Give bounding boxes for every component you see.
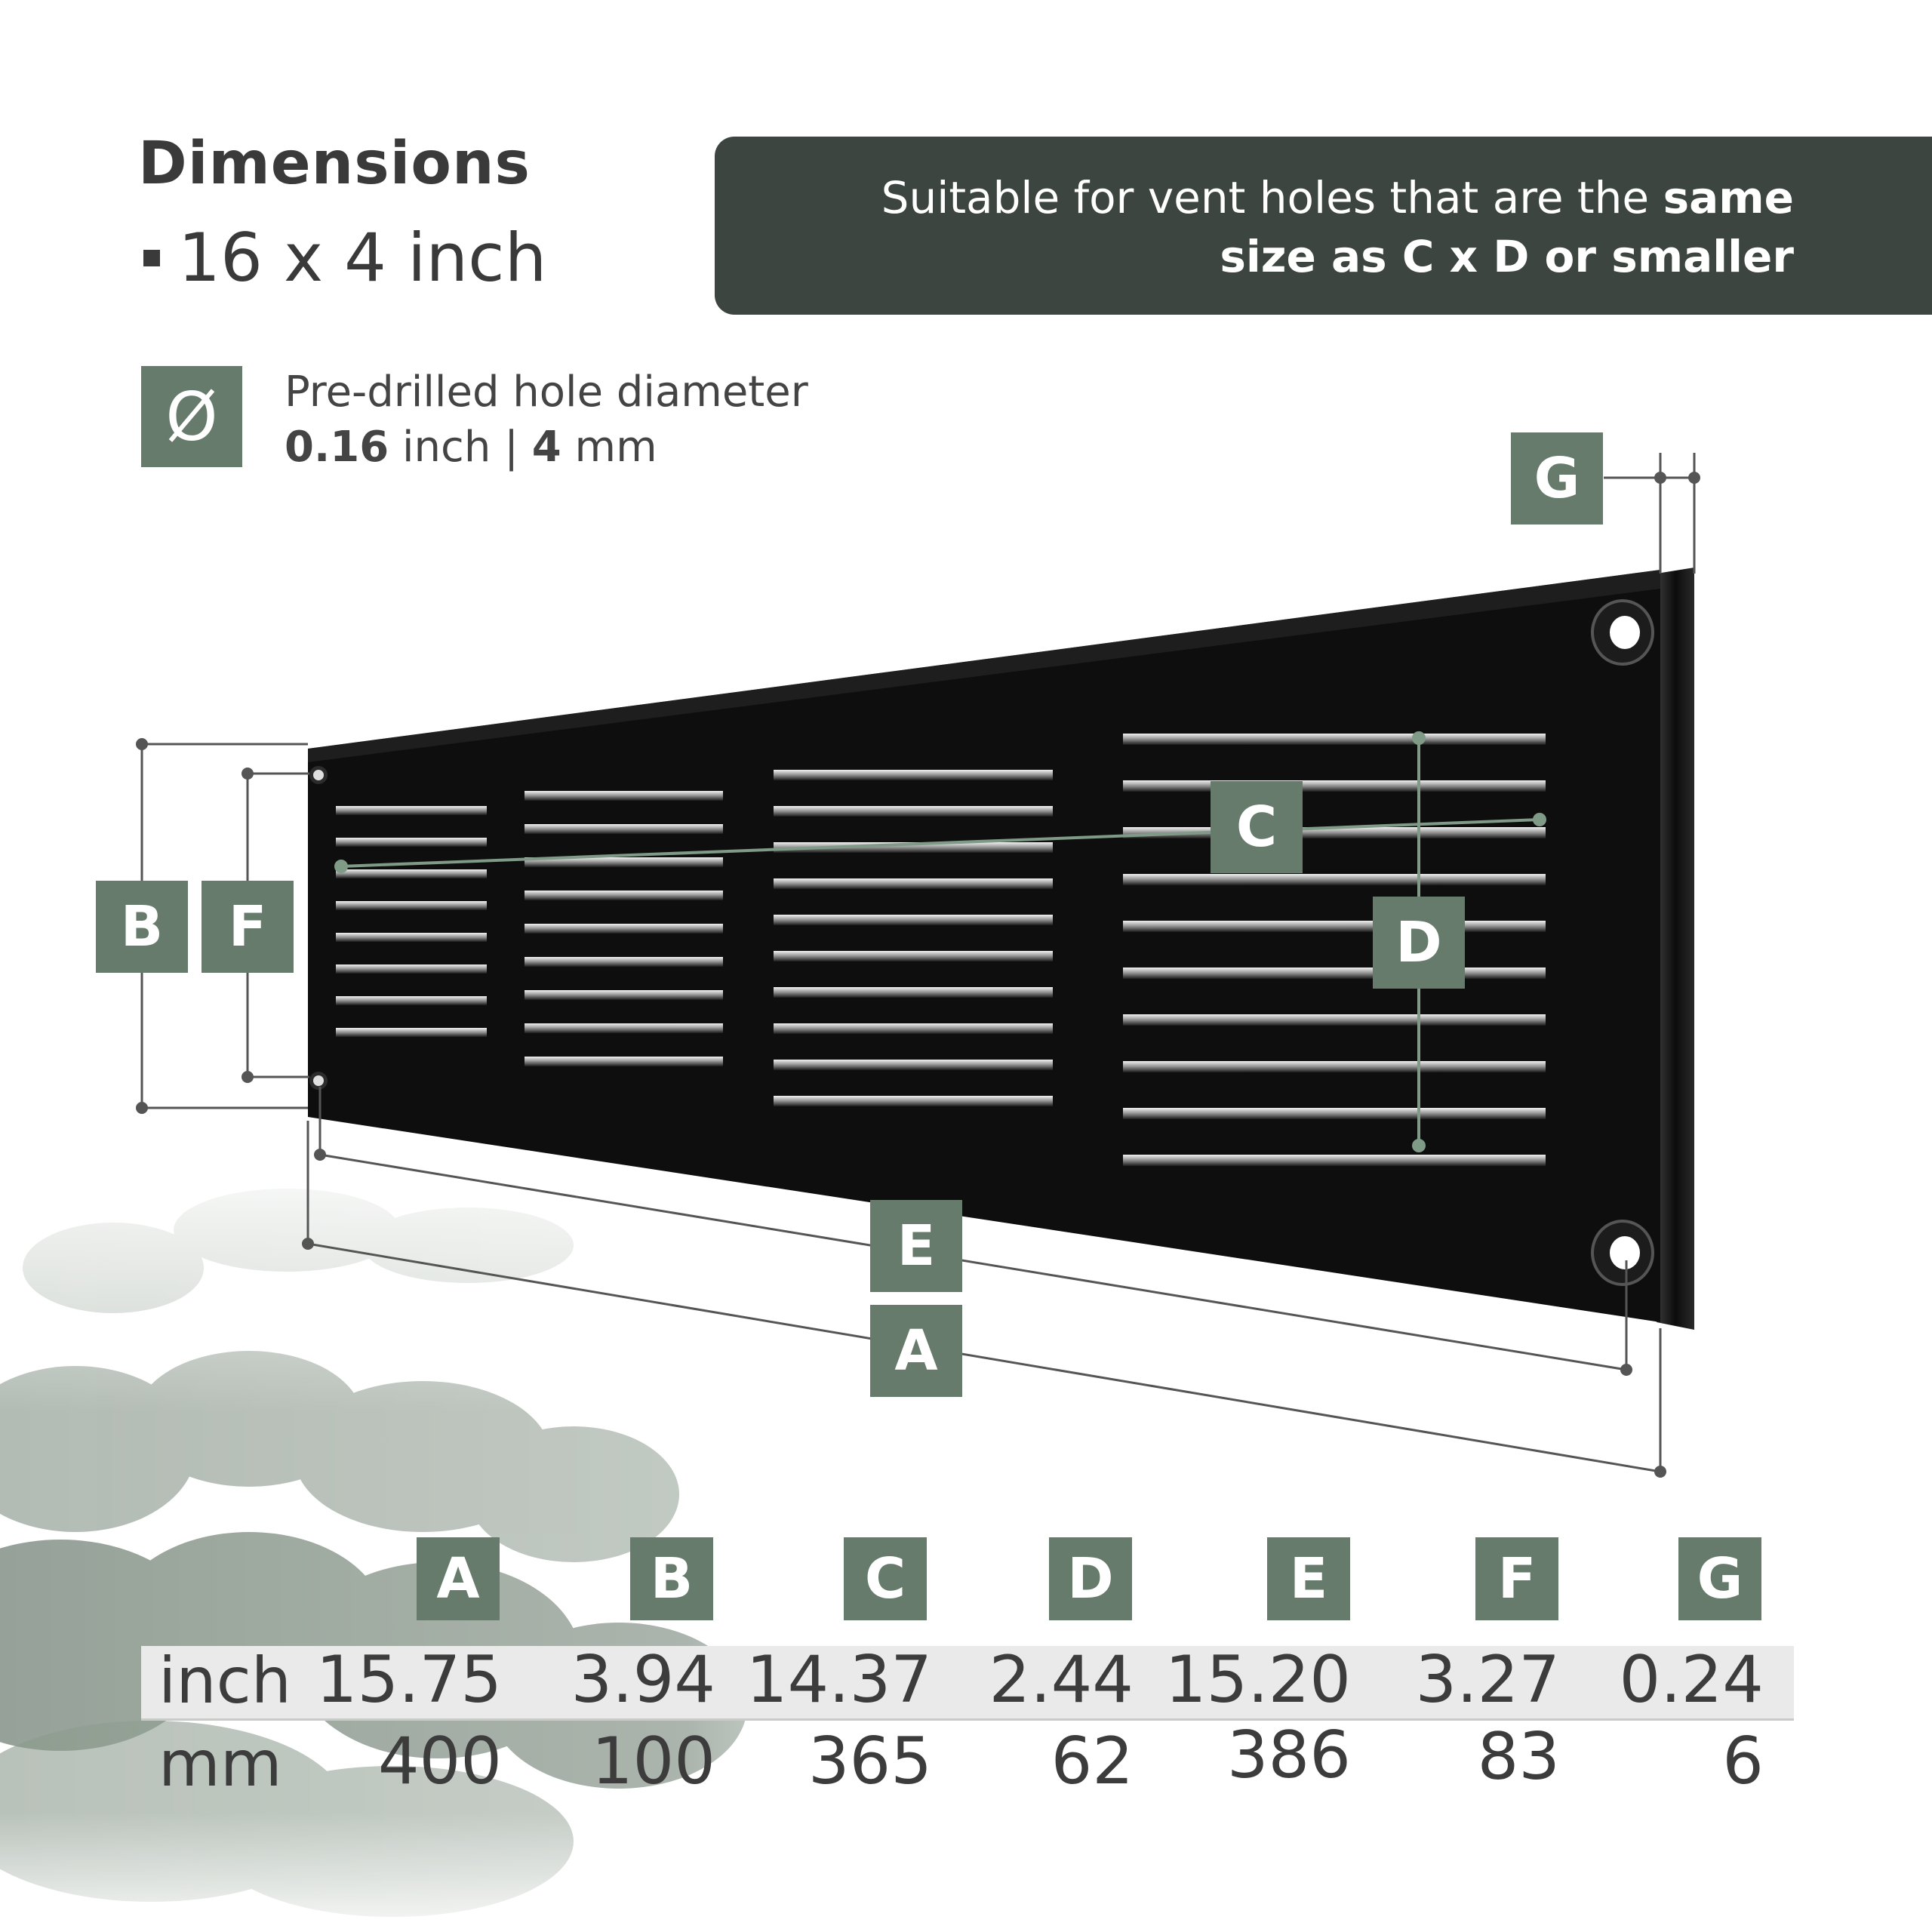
cell-mm-f: 83 — [1477, 1719, 1560, 1795]
label-b: B — [96, 881, 188, 973]
misty-forest-background — [0, 1132, 981, 1932]
cell-inch-b: 3.94 — [571, 1642, 715, 1718]
hole-mm-unit: mm — [561, 423, 657, 472]
screw-hole-bottom-right — [1591, 1220, 1654, 1286]
screw-hole-bottom-left — [309, 1072, 328, 1090]
note-line1-bold: same — [1663, 172, 1794, 223]
screw-hole-top-right — [1591, 599, 1654, 666]
vent-plate-edge — [1657, 568, 1694, 1330]
bullet-icon — [143, 249, 160, 266]
vent-plate — [308, 570, 1660, 1322]
cell-inch-a: 15.75 — [315, 1642, 502, 1718]
table-header-f: F — [1475, 1537, 1558, 1620]
label-c: C — [1211, 781, 1303, 873]
note-line1: Suitable for vent holes that are the — [881, 172, 1663, 223]
hole-diameter-label: Pre-drilled hole diameter — [285, 368, 808, 417]
table-header-a: A — [417, 1537, 500, 1620]
cell-inch-f: 3.27 — [1415, 1642, 1560, 1718]
cell-mm-a: 400 — [377, 1724, 502, 1799]
louvre-group-3 — [774, 770, 1053, 1106]
table-header-g: G — [1678, 1537, 1761, 1620]
size-line: 16 x 4 inch — [143, 219, 546, 297]
label-g: G — [1511, 432, 1603, 525]
cell-mm-e: 386 — [1226, 1718, 1351, 1793]
table-header-c: C — [844, 1537, 927, 1620]
table-header-e: E — [1267, 1537, 1350, 1620]
hole-inch-value: 0.16 — [285, 423, 389, 472]
cell-mm-d: 62 — [1051, 1724, 1134, 1799]
hole-inch-unit: inch | — [389, 423, 532, 472]
label-a: A — [870, 1305, 962, 1397]
table-header-b: B — [630, 1537, 713, 1620]
diameter-icon: Ø — [141, 366, 242, 467]
label-d: D — [1373, 897, 1465, 989]
row-label-inch: inch — [158, 1644, 291, 1718]
cell-mm-c: 365 — [808, 1724, 932, 1799]
hole-mm-value: 4 — [531, 423, 561, 472]
inner-dimension-dots — [334, 731, 1546, 1152]
size-text: 16 x 4 inch — [178, 219, 547, 297]
suitability-note: Suitable for vent holes that are the sam… — [715, 137, 1932, 315]
note-line2-bold: size as C x D or smaller — [1220, 231, 1794, 282]
cell-inch-d: 2.44 — [989, 1642, 1134, 1718]
label-e: E — [870, 1200, 962, 1292]
cell-inch-c: 14.37 — [746, 1642, 932, 1718]
screw-hole-top-left — [309, 766, 328, 784]
label-f: F — [202, 881, 294, 973]
page-title: Dimensions — [138, 130, 531, 198]
cell-inch-g: 0.24 — [1619, 1642, 1764, 1718]
row-label-mm: mm — [158, 1727, 282, 1801]
cell-mm-g: 6 — [1722, 1724, 1764, 1799]
cell-mm-b: 100 — [591, 1724, 715, 1799]
table-inch-row-band — [141, 1646, 1794, 1718]
cell-inch-e: 15.20 — [1164, 1642, 1351, 1718]
louvre-group-2 — [525, 791, 723, 1066]
louvre-group-1 — [336, 806, 487, 1037]
dimension-dots — [136, 472, 1700, 1478]
hole-diameter-value: 0.16 inch | 4 mm — [285, 423, 657, 472]
table-header-d: D — [1049, 1537, 1132, 1620]
table-divider — [141, 1718, 1794, 1721]
